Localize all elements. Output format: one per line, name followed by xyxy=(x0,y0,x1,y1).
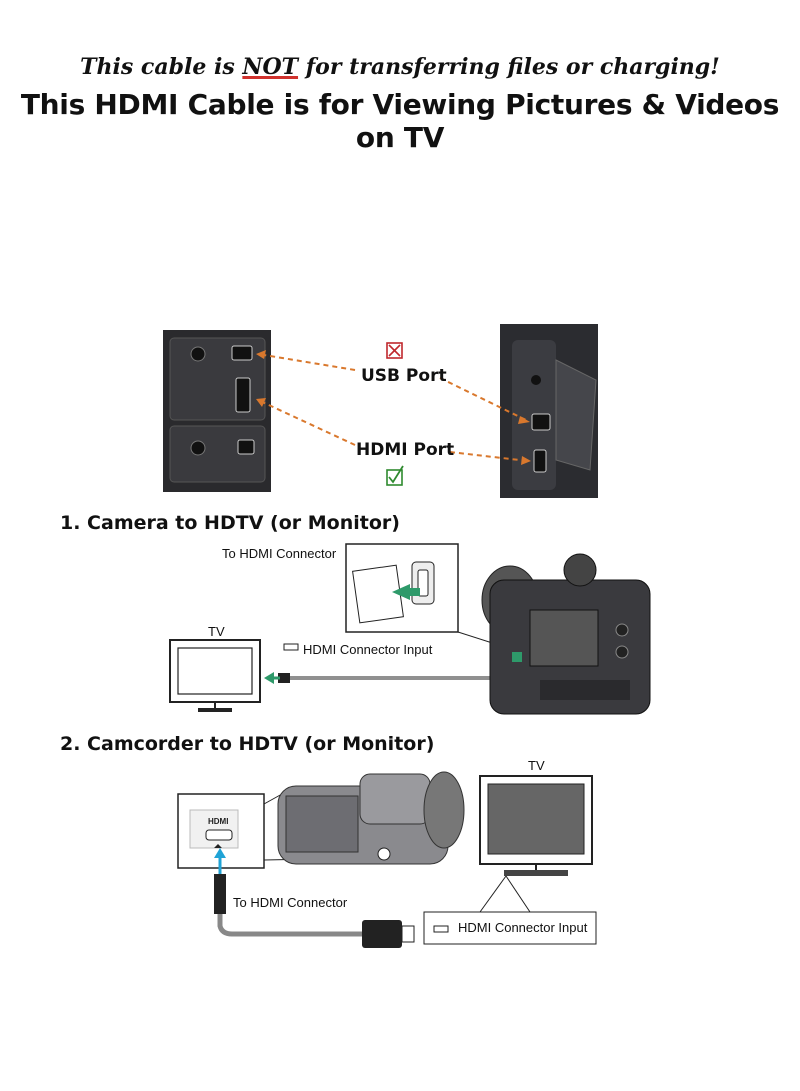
hdmi-inset-label: HDMI xyxy=(208,817,228,826)
blue-arrow-icon xyxy=(214,848,226,858)
warning-post: for transferring files or charging! xyxy=(298,54,720,80)
cable-plug-top xyxy=(214,874,226,914)
green-arrow-icon xyxy=(264,672,274,684)
cable-plug-hdmi xyxy=(362,920,402,948)
hdmi-port-label: HDMI Port xyxy=(356,440,455,460)
warning-pre: This cable is xyxy=(80,54,243,80)
port-arrows xyxy=(257,353,529,462)
warning-text: This cable is NOT for transferring files… xyxy=(0,54,800,80)
warning-not: NOT xyxy=(242,54,299,80)
section1-to-connector: To HDMI Connector xyxy=(222,546,337,561)
section2-tv-label: TV xyxy=(528,758,545,773)
camcorder-hdtv-diagram: HDMI xyxy=(177,771,597,948)
section1-title: 1. Camera to HDTV (or Monitor) xyxy=(60,512,400,534)
connector-inset xyxy=(345,543,509,649)
cable xyxy=(217,914,364,937)
connector-input-box xyxy=(423,911,597,945)
check-box-icon xyxy=(386,465,404,486)
usb-port-label: USB Port xyxy=(361,366,447,386)
cross-box-icon xyxy=(386,342,403,359)
section2-title: 2. Camcorder to HDTV (or Monitor) xyxy=(60,733,435,755)
port-diagram xyxy=(163,324,598,498)
camera-hdtv-diagram xyxy=(169,543,651,715)
cable-plug xyxy=(278,673,290,683)
section1-connector-input: HDMI Connector Input xyxy=(303,642,433,657)
section2-to-connector: To HDMI Connector xyxy=(233,895,348,910)
section2-connector-input: HDMI Connector Input xyxy=(458,920,588,935)
tv-icon xyxy=(479,775,593,913)
headline: This HDMI Cable is for Viewing Pictures … xyxy=(20,88,780,154)
camera-icon xyxy=(481,553,651,715)
section1-tv-label: TV xyxy=(208,624,225,639)
arrow-heads xyxy=(256,350,531,465)
camcorder-icon xyxy=(277,771,465,865)
tv-icon xyxy=(169,639,261,712)
camera-ports-photo xyxy=(163,330,271,492)
camera-body-photo xyxy=(500,324,598,498)
hdmi-input-icon xyxy=(283,643,299,651)
cable xyxy=(288,655,515,680)
